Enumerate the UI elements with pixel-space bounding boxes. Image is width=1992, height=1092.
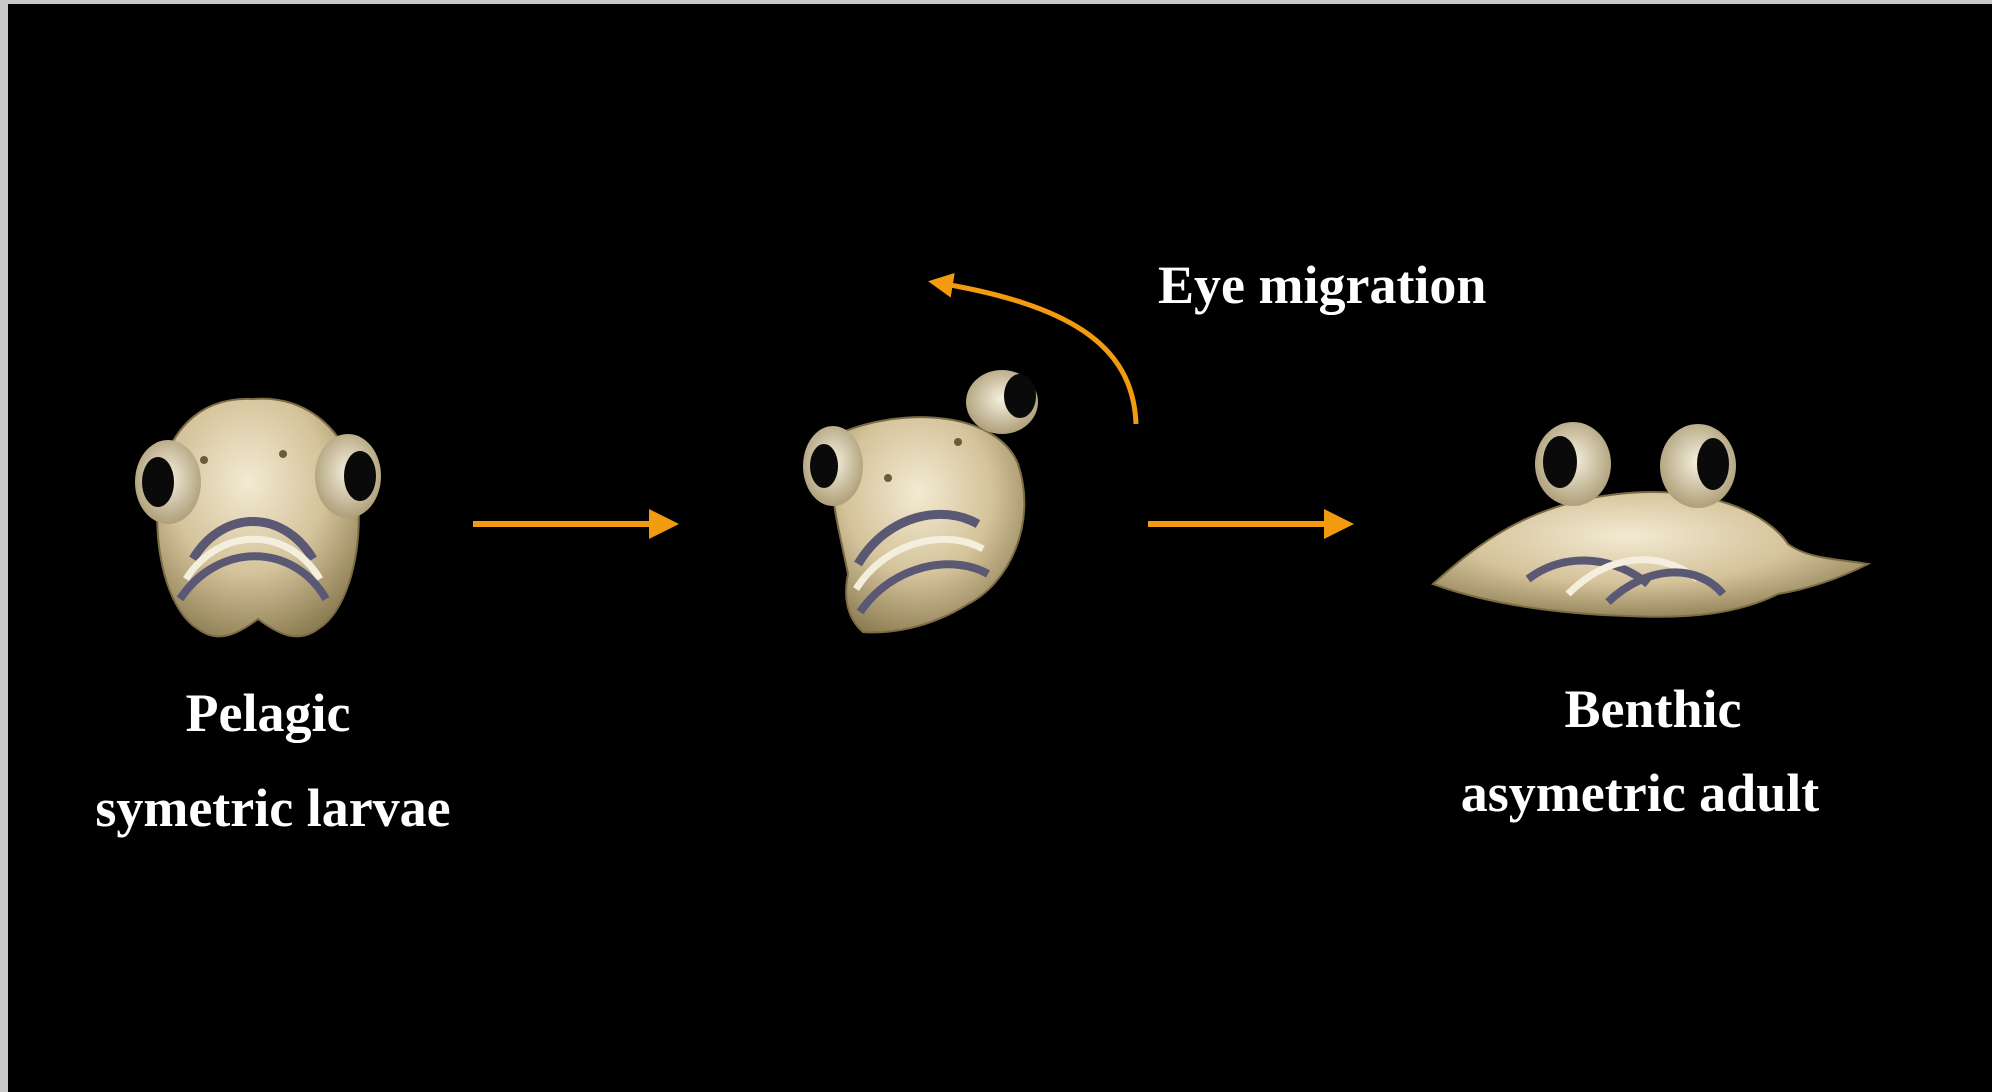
diagram-canvas: Eye migration Pelagic symetric larvae Be…: [8, 4, 1992, 1092]
pelagic-label: Pelagic: [173, 686, 363, 740]
migrating-eye-larva-illustration: [803, 370, 1038, 632]
asymmetric-adult-illustration: [1433, 422, 1868, 617]
eye-migration-label: Eye migration: [1158, 258, 1486, 312]
symmetric-larvae-label: symetric larvae: [63, 781, 483, 835]
benthic-label: Benthic: [1548, 682, 1758, 736]
asymmetric-adult-label: asymetric adult: [1430, 766, 1850, 820]
diagram-graphics: [8, 4, 1992, 1092]
symmetric-larva-illustration: [135, 399, 381, 637]
